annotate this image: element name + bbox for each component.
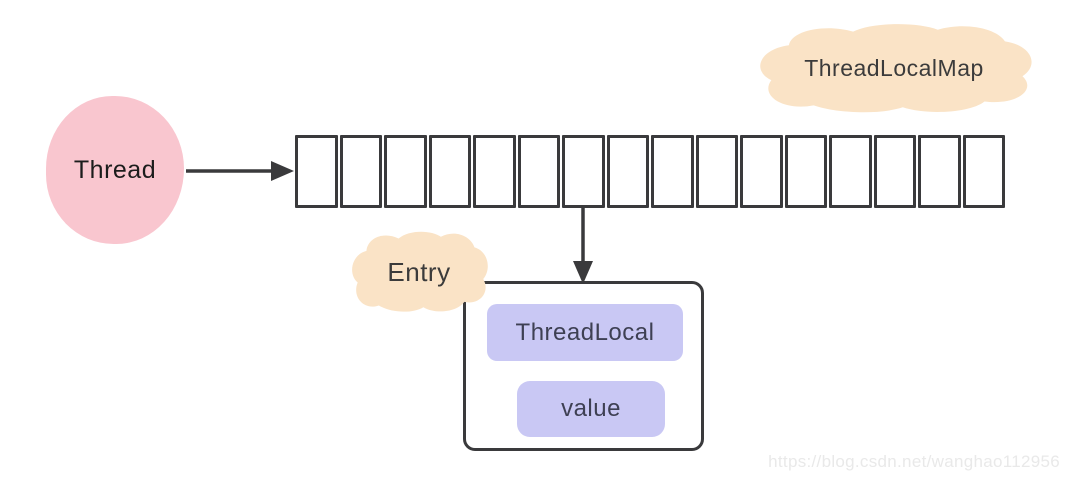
- map-slot-6: [562, 135, 605, 208]
- thread-to-map-arrow-icon: [186, 161, 294, 181]
- cloud-icon: [352, 231, 488, 312]
- map-slot-14: [918, 135, 961, 208]
- map-slot-3: [428, 135, 471, 208]
- entry-label: Entry: [387, 256, 451, 287]
- value-label: value: [561, 395, 621, 422]
- entry-node: ThreadLocal value: [463, 281, 704, 451]
- map-slot-8: [651, 135, 694, 208]
- map-slot-15: [962, 135, 1005, 208]
- map-slot-4: [473, 135, 516, 208]
- threadlocalmap-label: ThreadLocalMap: [804, 55, 984, 81]
- threadlocalmap-array: [295, 135, 1005, 208]
- cloud-icon: [760, 24, 1032, 113]
- map-slot-7: [606, 135, 649, 208]
- map-slot-5: [517, 135, 560, 208]
- map-slot-9: [695, 135, 738, 208]
- thread-label: Thread: [73, 155, 157, 184]
- map-slot-10: [740, 135, 783, 208]
- entry-callout: Entry: [346, 228, 492, 316]
- map-slot-2: [384, 135, 427, 208]
- threadlocal-label: ThreadLocal: [515, 318, 655, 346]
- map-slot-0: [295, 135, 338, 208]
- map-slot-11: [784, 135, 827, 208]
- thread-node: Thread: [46, 96, 184, 244]
- map-slot-1: [339, 135, 382, 208]
- value-field: value: [517, 381, 665, 437]
- threadlocal-field: ThreadLocal: [487, 304, 683, 361]
- map-slot-12: [829, 135, 872, 208]
- watermark: https://blog.csdn.net/wanghao112956: [768, 452, 1060, 471]
- slot-to-entry-arrow-icon: [573, 208, 593, 284]
- threadlocalmap-callout: ThreadLocalMap: [748, 20, 1040, 117]
- map-slot-13: [873, 135, 916, 208]
